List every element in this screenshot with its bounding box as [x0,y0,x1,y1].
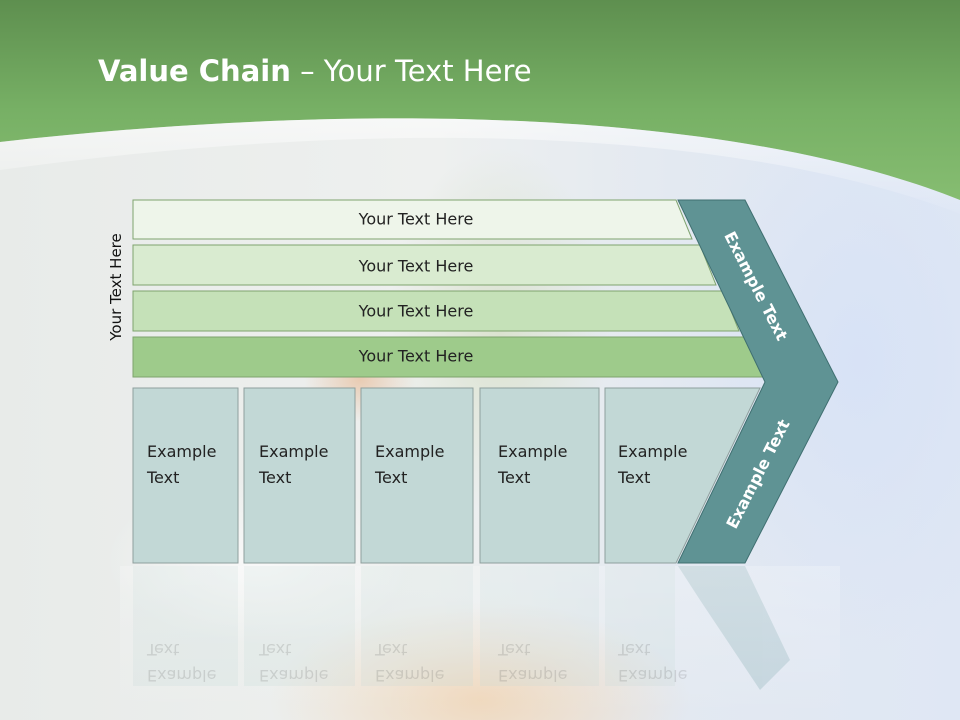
row-shape-2 [132,244,717,286]
column-label-3-line1: Example [375,442,445,461]
row-label-2: Your Text Here [358,256,474,276]
column-label-5: Example Text [618,439,687,491]
column-label-5-line2: Text [618,468,651,487]
column-label-4: Example Text [498,439,567,491]
column-shape-1 [132,387,239,564]
row-shape-3 [132,290,740,332]
header-band [0,0,960,200]
row-label-1: Your Text Here [358,209,474,229]
column-shape-5 [604,387,761,564]
column-shape-4 [479,387,600,564]
column-label-2: Example Text [259,439,328,491]
chevron-shape [677,199,839,564]
column-label-4-line1: Example [498,442,568,461]
column-shape-3 [360,387,474,564]
column-shape-2 [243,387,356,564]
title-rest: – Your Text Here [290,54,532,88]
column-label-1-line1: Example [147,442,217,461]
side-label-text: Your Text Here [107,233,125,341]
row-label-3: Your Text Here [358,301,474,321]
column-label-4-line2: Text [498,468,531,487]
title-bold: Value Chain [98,54,291,88]
column-label-2-line2: Text [259,468,292,487]
slide-title: Value Chain – Your Text Here [98,54,532,88]
column-label-3: Example Text [375,439,444,491]
row-shape-1 [132,199,693,240]
column-label-2-line1: Example [259,442,329,461]
row-label-4: Your Text Here [358,346,474,366]
column-label-5-line1: Example [618,442,688,461]
column-label-3-line2: Text [375,468,408,487]
column-label-1: Example Text [147,439,216,491]
header-swoosh [0,118,960,214]
column-label-1-line2: Text [147,468,180,487]
